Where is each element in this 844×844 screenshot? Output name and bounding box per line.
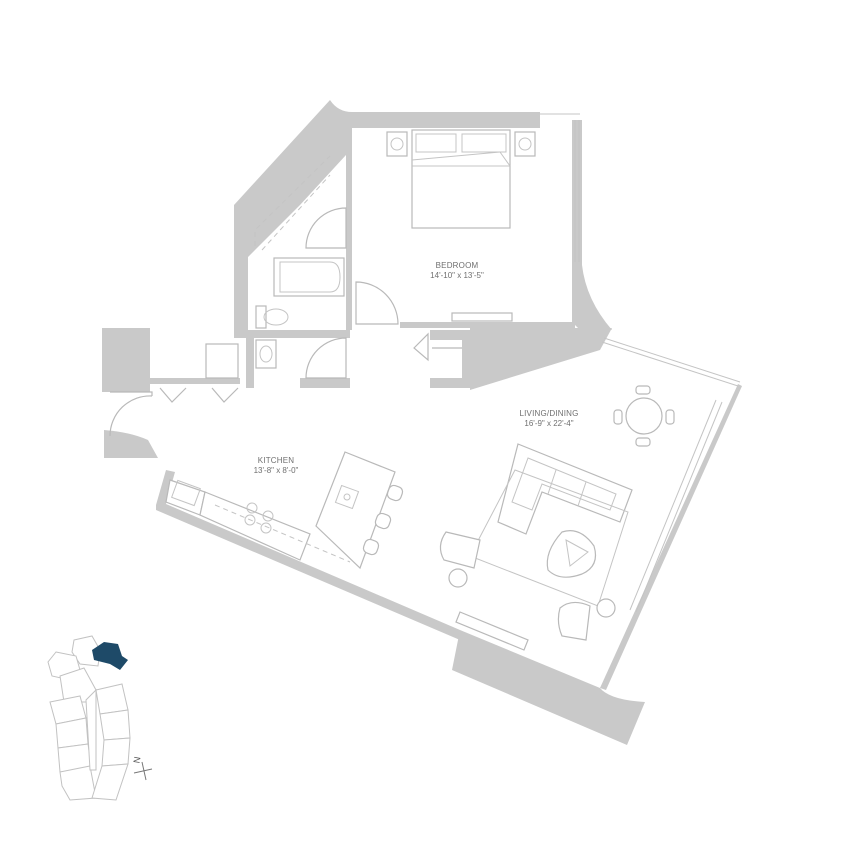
bedroom-dimensions: 14'-10" x 13'-5" <box>430 271 484 280</box>
unit-highlight <box>92 642 128 670</box>
bar-stool <box>362 538 380 556</box>
bed <box>411 129 511 229</box>
bedroom-door <box>305 207 399 325</box>
media-console <box>455 611 529 651</box>
sink <box>255 339 277 369</box>
nightstand-right <box>514 131 536 157</box>
kitchen-dimensions: 13'-8" x 8'-0" <box>254 466 299 475</box>
nightstand-left <box>386 131 408 157</box>
side-table <box>448 568 468 588</box>
coffee-table <box>546 530 597 578</box>
bathroom <box>255 257 347 379</box>
bar-stool <box>374 512 392 530</box>
compass: N <box>132 756 153 781</box>
compass-north-label: N <box>132 756 143 764</box>
bedroom-furniture: BEDROOM 14'-10" x 13'-5" <box>386 113 580 322</box>
bedroom-name: BEDROOM <box>436 261 479 270</box>
dining-chair <box>635 385 651 395</box>
kitchen-island <box>315 451 396 570</box>
armchair <box>557 601 591 641</box>
dining-table <box>625 397 663 435</box>
armchair <box>439 531 481 569</box>
dining-chair <box>635 437 651 447</box>
walls <box>102 100 742 745</box>
kitchen-name: KITCHEN <box>258 456 295 465</box>
side-table <box>596 598 616 618</box>
washer-dryer <box>205 343 239 379</box>
living-dining: LIVING/DINING 16'-9" x 22'-4" <box>439 337 741 651</box>
entry <box>109 332 462 437</box>
toilet <box>255 305 267 329</box>
bar-stool <box>386 484 404 502</box>
dining-chair <box>613 409 623 425</box>
living-dining-name: LIVING/DINING <box>519 409 578 418</box>
kitchen: KITCHEN 13'-8" x 8'-0" <box>165 451 404 570</box>
bathtub <box>273 257 345 297</box>
dresser <box>451 312 513 322</box>
living-dining-dimensions: 16'-9" x 22'-4" <box>524 419 573 428</box>
dining-chair <box>665 409 675 425</box>
key-plan <box>47 635 131 801</box>
